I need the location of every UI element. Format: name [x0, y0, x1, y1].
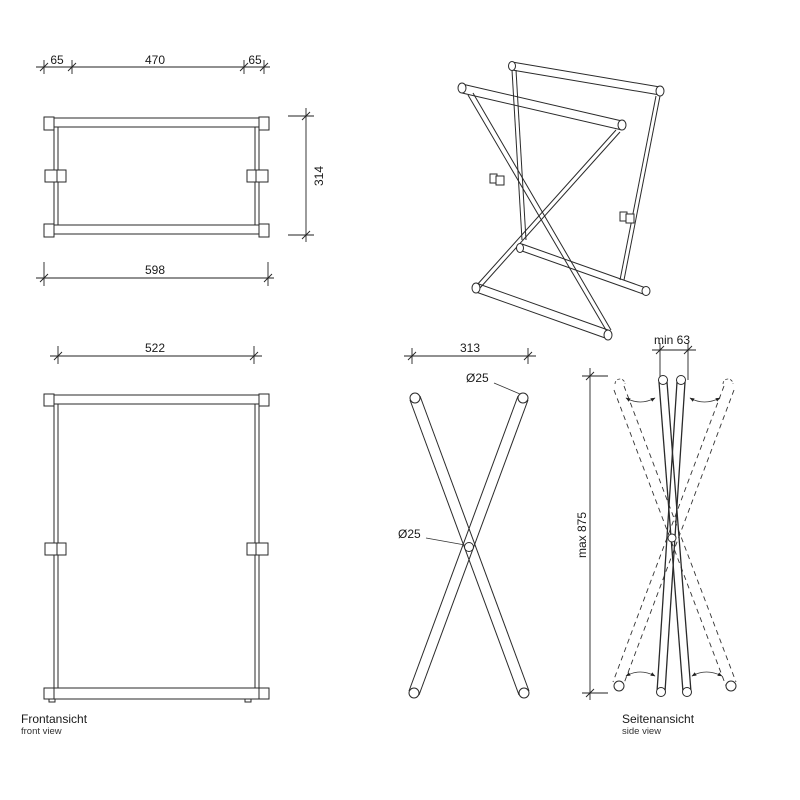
dim-tube-diameter-top: Ø25 — [466, 371, 489, 385]
dim-top-depth: 314 — [312, 166, 326, 186]
swing-arrow-top-left — [625, 397, 656, 403]
dim-tube-diameter-center: Ø25 — [398, 527, 421, 541]
top-total-width-dimension — [36, 262, 274, 286]
front-width-dimension — [50, 346, 262, 364]
front-view-caption: Frontansicht front view — [21, 712, 87, 737]
cross-view: 313 Ø25 Ø25 — [398, 341, 536, 699]
front-view-title: Frontansicht — [21, 712, 88, 726]
side-min-dimension — [652, 343, 696, 380]
dim-side-max-height: max 875 — [575, 512, 589, 558]
diameter-leader-center — [425, 537, 466, 546]
top-view-frame — [43, 116, 270, 238]
dim-top-width: 470 — [145, 53, 165, 67]
front-view: 522 — [43, 341, 270, 703]
side-max-dimension — [582, 368, 608, 700]
top-depth-dimension — [288, 108, 314, 242]
isometric-view — [457, 61, 665, 341]
dim-top-right-offset: 65 — [248, 53, 262, 67]
dim-top-total-width: 598 — [145, 263, 165, 277]
dim-cross-width: 313 — [460, 341, 480, 355]
top-width-dimension — [36, 60, 270, 74]
dim-top-left-offset: 65 — [50, 53, 64, 67]
side-view-subtitle: side view — [622, 726, 662, 737]
front-view-subtitle: front view — [21, 726, 62, 737]
top-view: 65 470 65 — [36, 53, 326, 286]
dim-side-min: min 63 — [654, 333, 690, 347]
side-view: min 63 max 875 — [575, 333, 737, 700]
side-view-caption: Seitenansicht side view — [622, 712, 694, 737]
side-view-title: Seitenansicht — [622, 712, 695, 726]
swing-arrow-top-right — [689, 397, 721, 403]
swing-arrow-bottom-right — [691, 671, 723, 677]
diameter-leader-top — [493, 382, 521, 395]
swing-arrow-bottom-left — [625, 671, 656, 677]
cross-width-dimension — [404, 348, 536, 364]
dim-front-width: 522 — [145, 341, 165, 355]
front-view-frame — [43, 393, 270, 703]
